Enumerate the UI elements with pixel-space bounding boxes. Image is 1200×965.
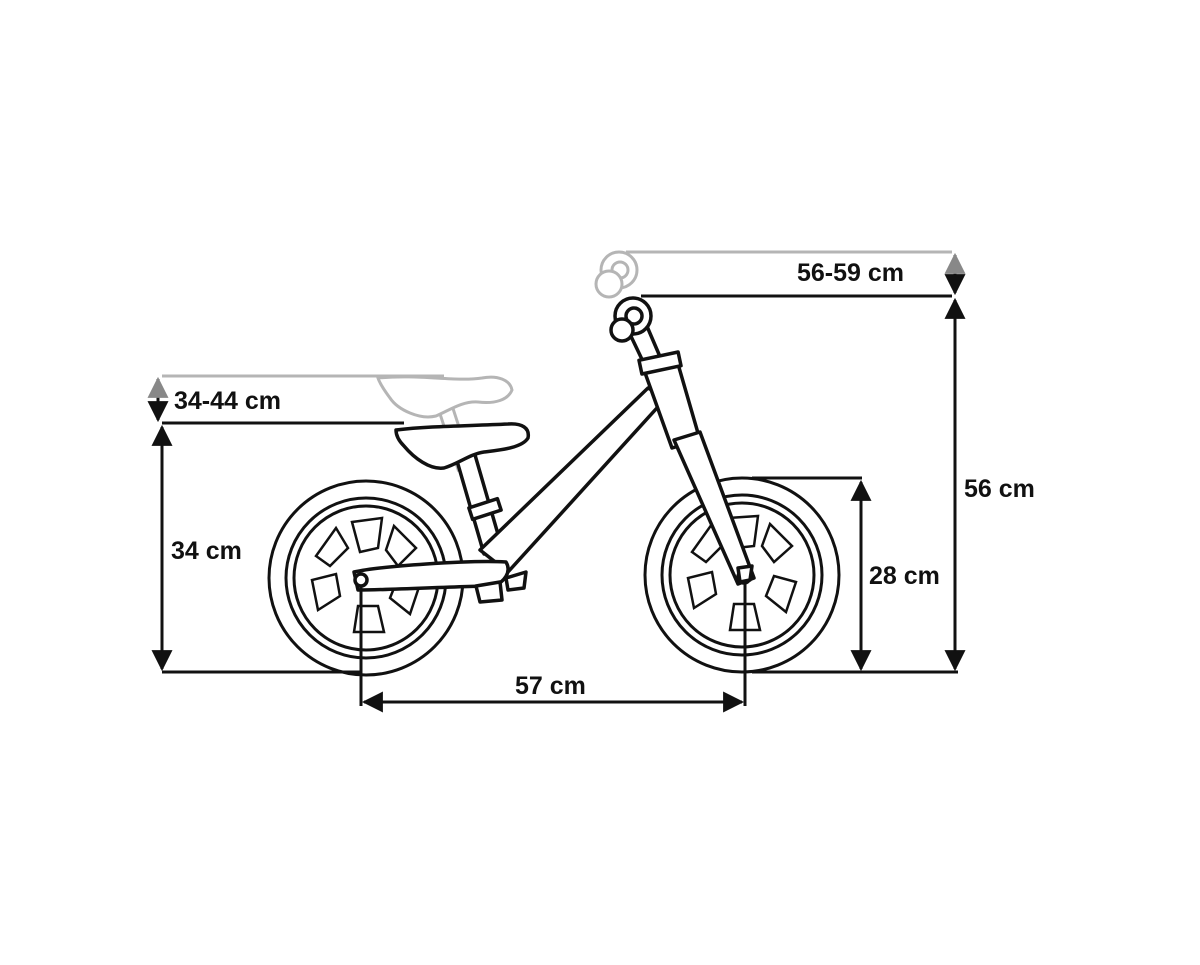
handlebar-adjust-label: 56-59 cm: [796, 259, 906, 287]
front-wheel: [643, 476, 841, 674]
bike-frame: [352, 296, 756, 604]
raised-handlebar-ghost: [594, 250, 639, 299]
seat-height-label: 34 cm: [170, 537, 243, 565]
dimension-arrows: [147, 252, 966, 713]
wheel-height-label: 28 cm: [868, 562, 941, 590]
seat-adjust-label: 34-44 cm: [173, 387, 283, 415]
handlebar-height-label: 56 cm: [963, 475, 1036, 503]
guide-lines: [162, 294, 958, 706]
ghost-guide-lines: [162, 250, 952, 378]
wheelbase-label: 57 cm: [514, 672, 587, 700]
